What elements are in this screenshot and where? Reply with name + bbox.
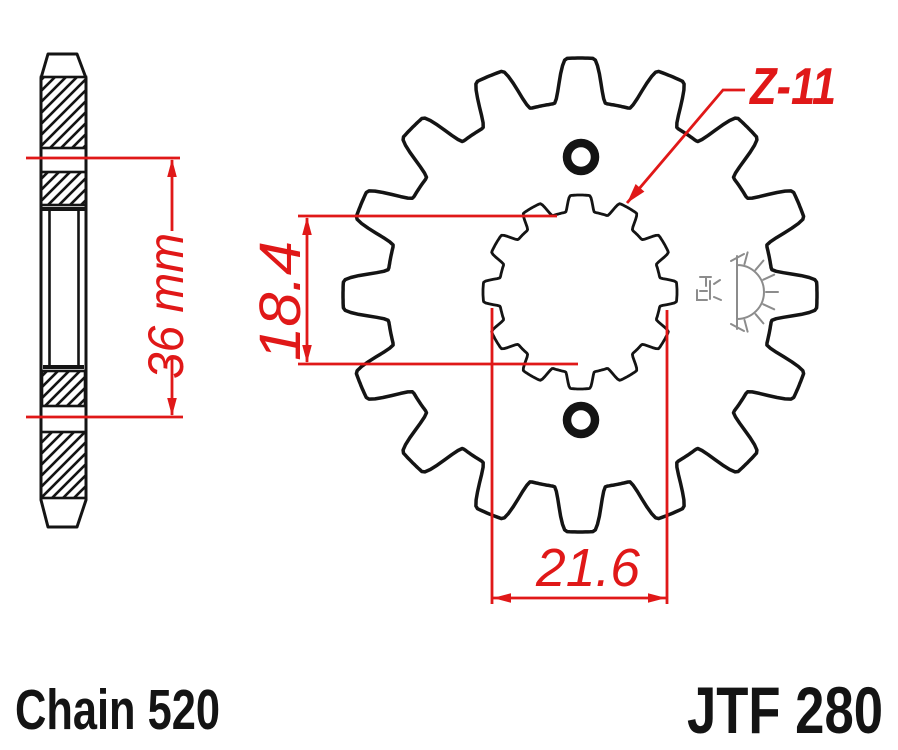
z11-leader-line [625, 88, 745, 204]
arrow-up-icon [167, 159, 177, 177]
dim-184-extension-lines [298, 214, 578, 366]
arrow-left-icon [493, 593, 511, 603]
hatch-block-bottom-outer [39, 430, 88, 500]
arrow-up-icon [302, 217, 312, 235]
hatch-block-bottom-inner [40, 369, 87, 408]
arrow-right-icon [648, 593, 666, 603]
dim-36-extension-lines [26, 156, 183, 419]
front-view [341, 56, 819, 534]
mounting-hole-top [562, 138, 600, 176]
hub-bore-lines [48, 211, 80, 366]
arrow-down-icon [167, 398, 177, 416]
dim-216-extension-lines [490, 308, 669, 604]
dimensions: 36 mm 18.4 21.6 Z-11 [26, 58, 836, 604]
chain-size-label: Chain 520 [15, 678, 220, 742]
spline-bore-outline [481, 193, 679, 391]
hatch-block-top-outer [39, 75, 88, 150]
rising-sun-watermark-icon [696, 251, 779, 333]
side-view [39, 52, 88, 529]
callout-z11: Z-11 [625, 58, 836, 204]
arrow-down-icon [302, 345, 312, 363]
dim-36-value: 36 mm [138, 233, 194, 379]
dim-184-value: 18.4 [248, 241, 313, 361]
hatch-block-top-inner [39, 170, 88, 207]
dimension-36mm: 36 mm [26, 156, 194, 419]
z11-label: Z-11 [748, 58, 836, 116]
arrow-down-left-icon [627, 184, 645, 203]
dim-216-value: 21.6 [535, 538, 641, 598]
dimension-18-4: 18.4 [248, 214, 578, 366]
dimension-21-6: 21.6 [490, 308, 669, 604]
mounting-hole-bottom [562, 401, 600, 439]
part-number-label: JTF 280 [687, 673, 883, 747]
